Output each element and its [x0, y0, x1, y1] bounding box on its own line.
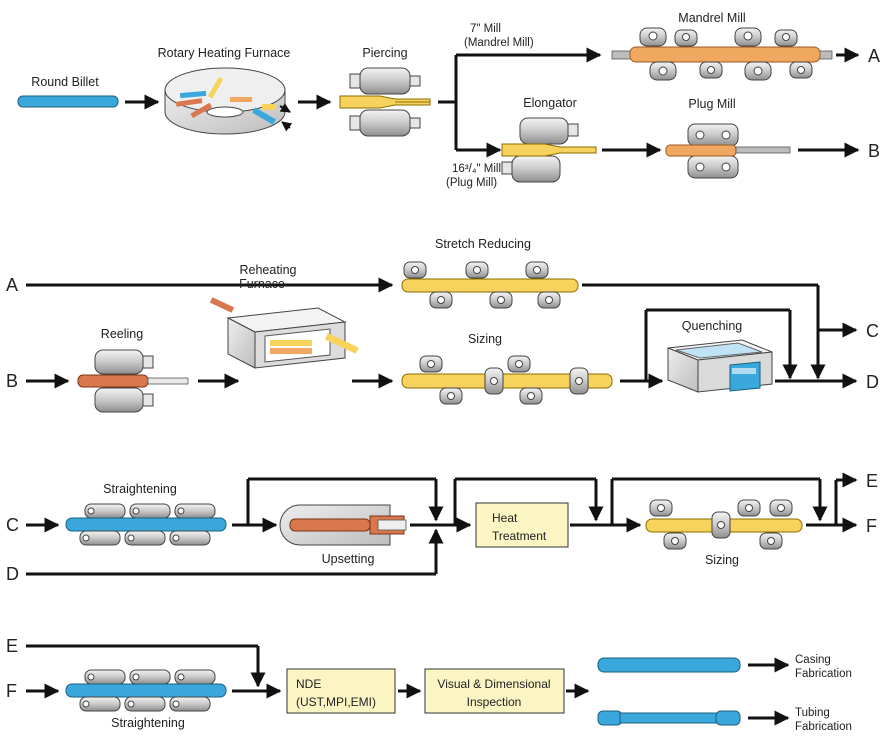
nde-box: NDE (UST,MPI,EMI) — [286, 668, 396, 714]
elongator-icon — [501, 117, 597, 183]
casing-label-line1: Casing — [795, 654, 831, 666]
nde-label-line1: NDE — [296, 677, 321, 691]
input-a-label: A — [6, 275, 18, 295]
input-c-label: C — [6, 515, 19, 535]
straightening-icon — [65, 503, 227, 546]
sizing-icon — [645, 499, 803, 550]
mill-16-label-line1: 16³/₄" Mill — [452, 163, 501, 175]
row-2: A Reheating Furnace Stretch Reducing C — [6, 237, 879, 413]
row-4: E F Straightening NDE (UST,MPI,EMI) Visu… — [6, 636, 852, 733]
reeling-label: Reeling — [101, 327, 143, 341]
reheating-label-line2: Furnace — [239, 277, 285, 291]
plug-mill-label: Plug Mill — [688, 97, 735, 111]
straightening-label: Straightening — [103, 482, 177, 496]
heat-treatment-box: Heat Treatment — [475, 502, 569, 548]
sizing-icon — [401, 355, 613, 405]
inspection-label-line2: Inspection — [467, 695, 522, 709]
mill-7-label-line1: 7" Mill — [470, 23, 501, 35]
mill-16-label-line2: (Plug Mill) — [446, 177, 497, 189]
output-b-label: B — [868, 141, 880, 161]
output-c-label: C — [866, 321, 879, 341]
output-e-label: E — [866, 471, 878, 491]
input-b-label: B — [6, 371, 18, 391]
quenching-label: Quenching — [682, 319, 743, 333]
heat-treatment-label-line1: Heat — [492, 511, 518, 525]
casing-label-line2: Fabrication — [795, 668, 852, 680]
output-f-label: F — [866, 516, 877, 536]
sizing-label: Sizing — [468, 332, 502, 346]
mandrel-mill-label: Mandrel Mill — [678, 11, 745, 25]
rotary-furnace-label: Rotary Heating Furnace — [158, 46, 291, 60]
tubing-label-line2: Fabrication — [795, 721, 852, 733]
reeling-icon — [77, 349, 189, 413]
upsetting-label: Upsetting — [322, 552, 375, 566]
sizing-label: Sizing — [705, 553, 739, 567]
mill-7-label-line2: (Mandrel Mill) — [464, 37, 534, 49]
piercing-icon — [339, 67, 431, 137]
elongator-label: Elongator — [523, 96, 577, 110]
plug-mill-icon — [665, 123, 791, 179]
mandrel-mill-icon — [611, 27, 833, 81]
upsetting-icon — [279, 504, 407, 546]
casing-tube — [597, 657, 741, 673]
heat-treatment-label-line2: Treatment — [492, 529, 547, 543]
nde-label-line2: (UST,MPI,EMI) — [296, 695, 376, 709]
tubing-tube — [597, 710, 741, 726]
rotary-furnace-icon — [164, 67, 293, 135]
straightening-icon — [65, 669, 227, 712]
quenching-tank-icon — [667, 339, 773, 393]
output-d-label: D — [866, 372, 879, 392]
row-3: C Straightening Upsetting D — [6, 471, 878, 584]
inspection-label-line1: Visual & Dimensional — [437, 677, 550, 691]
inspection-box: Visual & Dimensional Inspection — [424, 668, 565, 714]
piercing-label: Piercing — [362, 46, 407, 60]
input-e-label: E — [6, 636, 18, 656]
input-f-label: F — [6, 681, 17, 701]
reheating-furnace-icon — [209, 297, 359, 369]
stretch-reducing-icon — [401, 261, 579, 309]
output-a-label: A — [868, 46, 880, 66]
reheating-label-line1: Reheating — [240, 263, 297, 277]
row-1: Round Billet Rotary Heating Furnace Pier… — [17, 11, 880, 189]
round-billet-label: Round Billet — [31, 75, 99, 89]
tubing-label-line1: Tubing — [795, 707, 830, 719]
round-billet-tube — [17, 95, 119, 108]
stretch-reducing-label: Stretch Reducing — [435, 237, 531, 251]
input-d-label: D — [6, 564, 19, 584]
straightening-label: Straightening — [111, 716, 185, 730]
